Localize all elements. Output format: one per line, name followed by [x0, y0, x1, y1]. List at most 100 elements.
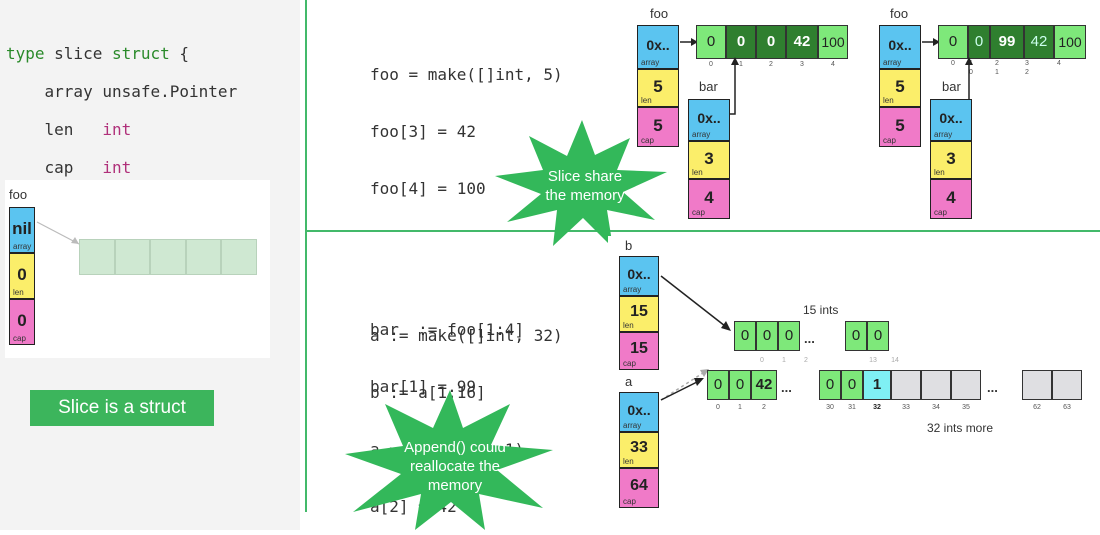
- foo-label: foo: [9, 187, 28, 202]
- array-cell: 0: [729, 370, 751, 400]
- cap-value: 4: [946, 188, 956, 207]
- bar-len-box-before: 3 len: [688, 141, 730, 179]
- ints32-label: 32 ints more: [927, 421, 994, 435]
- code-line: bar := foo[1:4]: [370, 320, 525, 339]
- pointer-value: 0x..: [939, 110, 963, 126]
- foo-len-box-before: 5 len: [637, 69, 679, 107]
- len-caption: len: [13, 288, 24, 297]
- array-cell: 0: [938, 25, 968, 59]
- pointer-value: 0x..: [627, 266, 651, 282]
- bar-label-after: bar: [942, 79, 961, 94]
- len-caption: len: [692, 168, 703, 177]
- array-cell: 0: [756, 321, 778, 351]
- a-label: a: [625, 374, 633, 389]
- pointer-value: 0x..: [627, 402, 651, 418]
- index-label: 0: [709, 61, 713, 68]
- pointer-value: 0x..: [888, 37, 912, 53]
- foo-cap-box-before: 5 cap: [637, 107, 679, 147]
- array-caption: array: [13, 242, 32, 251]
- index-label: 2: [762, 404, 766, 411]
- cap-caption: cap: [692, 208, 705, 217]
- len-value: 33: [630, 439, 648, 456]
- a-cap-box: 64 cap: [619, 468, 659, 508]
- code-type-pointer: unsafe.Pointer: [92, 82, 238, 101]
- horizontal-divider: [305, 230, 1100, 232]
- bar-cap-box-after: 4 cap: [930, 179, 972, 219]
- index-label: 34: [932, 404, 940, 411]
- array-caption: array: [934, 130, 953, 139]
- len-value: 5: [653, 77, 663, 96]
- len-field-box: 0 len: [9, 253, 35, 299]
- index-label: 1: [738, 404, 742, 411]
- pointer-value: 0x..: [697, 110, 721, 126]
- code-field-cap: cap: [6, 158, 74, 177]
- ints15-label: 15 ints: [803, 303, 839, 317]
- cap-caption: cap: [883, 136, 896, 145]
- len-caption: len: [934, 168, 945, 177]
- index-label: 0: [716, 404, 720, 411]
- code-brace-open: {: [169, 44, 190, 63]
- foo-array-box-before: 0x.. array: [637, 25, 679, 69]
- empty-cell: [1022, 370, 1052, 400]
- bar-array-box-after: 0x.. array: [930, 99, 972, 141]
- starburst-share: [495, 120, 667, 248]
- code-type-int: int: [73, 158, 132, 177]
- array-caption: array: [623, 285, 642, 294]
- index-label: 4: [1057, 60, 1061, 67]
- index-label: 32: [873, 404, 881, 411]
- cap-field-box: 0 cap: [9, 299, 35, 345]
- foo-array-box-after: 0x.. array: [879, 25, 921, 69]
- array-cell: 0: [696, 25, 726, 59]
- array-cell: 1: [863, 370, 891, 400]
- empty-cell: [79, 239, 115, 275]
- code-struct-name: slice: [44, 44, 112, 63]
- cap-value: 15: [630, 340, 648, 357]
- index-label: 63: [1063, 404, 1071, 411]
- code-line: foo[3] = 42: [370, 122, 476, 141]
- empty-array-cells: [79, 239, 257, 275]
- array-cell: 0: [845, 321, 867, 351]
- len-value: 0: [17, 265, 27, 284]
- array-caption: array: [883, 58, 902, 67]
- code-line: foo = make([]int, 5): [370, 65, 563, 84]
- array-cell: 0: [968, 25, 990, 59]
- array-cell: 100: [1054, 25, 1086, 59]
- index-label: 1: [782, 357, 786, 364]
- index-label: 33: [902, 404, 910, 411]
- slice-is-struct-badge: Slice is a struct: [30, 390, 214, 426]
- code-keyword-struct: struct: [111, 44, 170, 63]
- cap-caption: cap: [13, 334, 26, 343]
- len-value: 3: [946, 149, 956, 168]
- foo-pointer-arrow-before: [680, 38, 698, 46]
- bar-label-before: bar: [699, 79, 718, 94]
- foo-len-box-after: 5 len: [879, 69, 921, 107]
- array-cell: 42: [786, 25, 818, 59]
- pointer-arrows: [660, 275, 731, 401]
- index-label: 1: [995, 69, 999, 76]
- foo-cap-box-after: 5 cap: [879, 107, 921, 147]
- array-cell: 0: [778, 321, 800, 351]
- array-caption: array: [692, 130, 711, 139]
- index-label: 0: [969, 69, 973, 76]
- empty-cell: [921, 370, 951, 400]
- array-field-box: nil array: [9, 207, 35, 253]
- foo-label-after: foo: [890, 6, 909, 21]
- pointer-value: 0x..: [646, 37, 670, 53]
- code-field-array: array: [6, 82, 93, 101]
- index-label: 2: [1025, 69, 1029, 76]
- cap-caption: cap: [623, 497, 636, 506]
- empty-cell: [891, 370, 921, 400]
- array-caption: array: [623, 421, 642, 430]
- index-label: 0: [951, 60, 955, 67]
- starburst-append-text: Append() could reallocate the memory: [404, 439, 506, 494]
- cap-caption: cap: [934, 208, 947, 217]
- empty-cell: [221, 239, 257, 275]
- share-code: foo = make([]int, 5) foo[3] = 42 foo[4] …: [370, 27, 563, 415]
- len-value: 15: [630, 303, 648, 320]
- cap-caption: cap: [641, 136, 654, 145]
- code-line: bar[1] = 99: [370, 377, 476, 396]
- index-label: 3: [800, 61, 804, 68]
- cap-value: 5: [895, 116, 905, 135]
- index-label: 30: [826, 404, 834, 411]
- index-label: 0: [760, 357, 764, 364]
